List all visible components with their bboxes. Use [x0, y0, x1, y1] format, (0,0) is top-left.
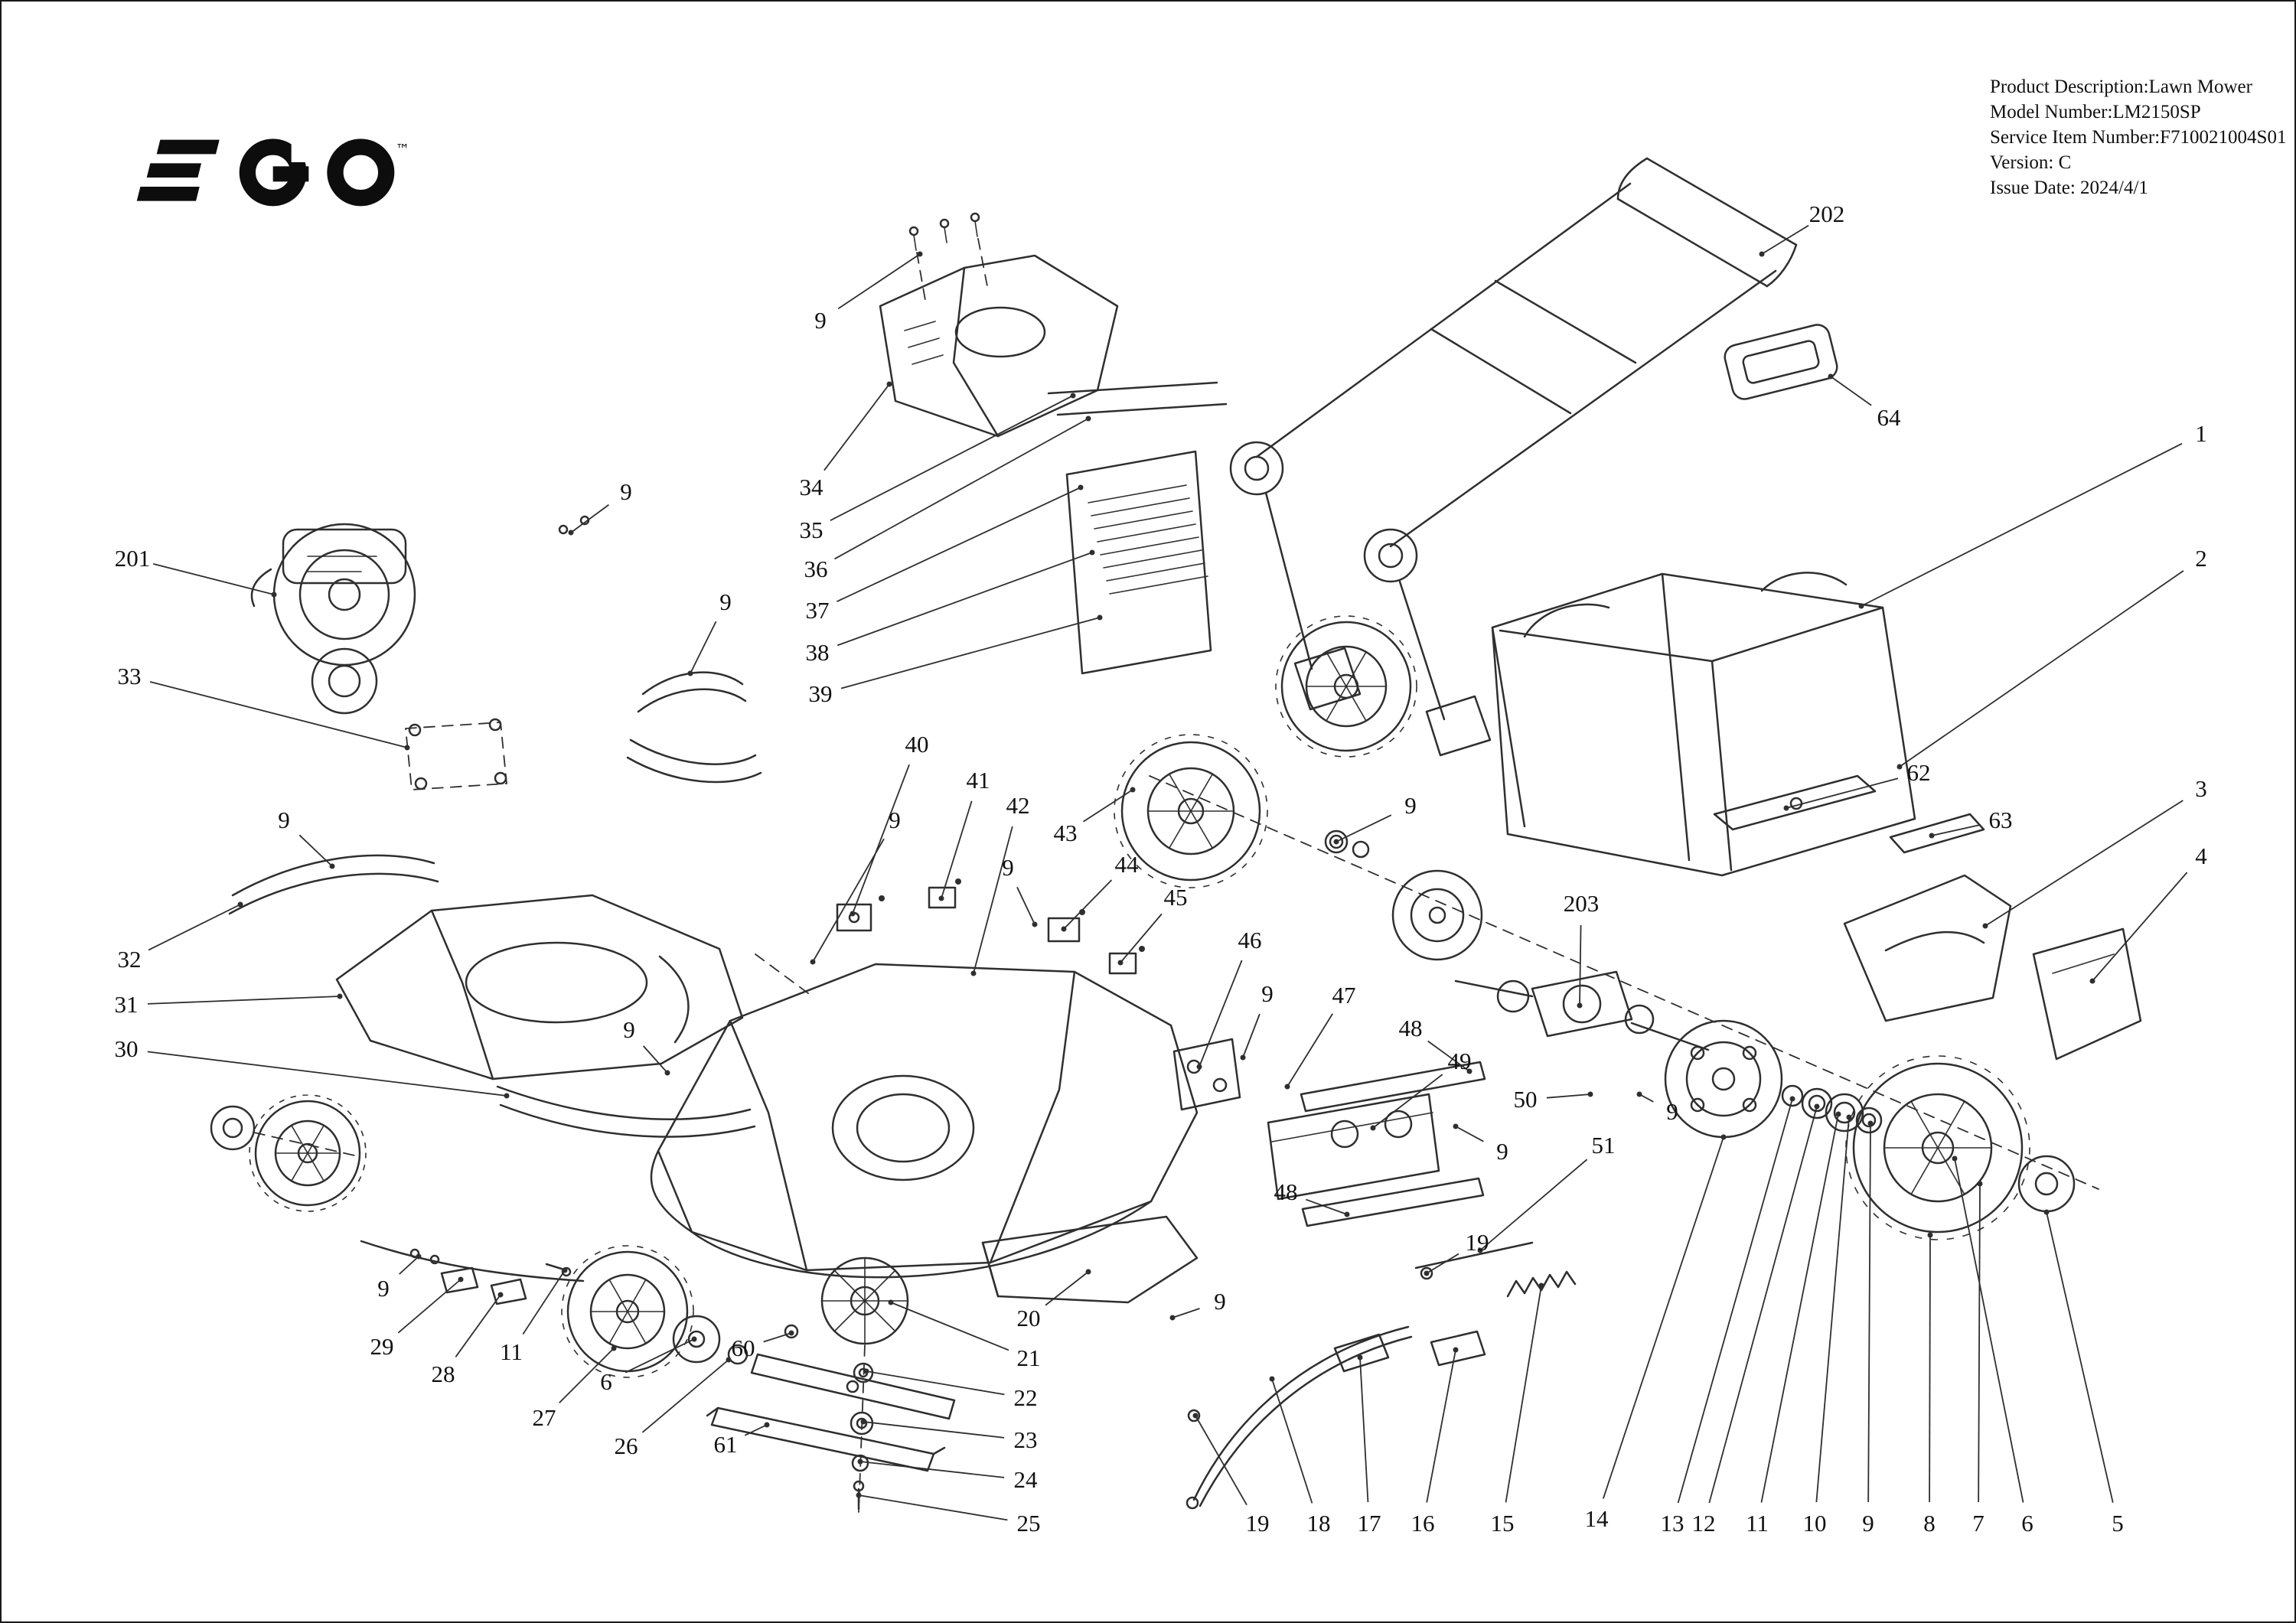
info-service-item-number: Service Item Number:F710021004S01: [1990, 127, 2287, 148]
ego-logo-art: ™: [136, 139, 410, 207]
front-wheels-art: [210, 1094, 748, 1378]
logo-o: [327, 139, 395, 207]
grass-bag-art: [1491, 572, 1916, 877]
logo-g-bar: [272, 166, 309, 182]
handle-assembly-art: [1229, 157, 1838, 757]
logo-e-bars: [136, 139, 220, 201]
document-info: Product Description:Lawn Mower Model Num…: [1990, 74, 2286, 200]
battery-cover-art: [1724, 324, 1838, 400]
rear-door-art: [981, 1215, 1486, 1510]
deck-art: [650, 878, 1241, 1279]
motor-art: [250, 515, 762, 790]
info-issue-date: Issue Date: 2024/4/1: [1990, 178, 2148, 198]
drive-wheel-art: [1114, 615, 1483, 961]
rear-axle-art: [1149, 775, 2099, 1298]
info-version: Version: C: [1990, 152, 2072, 173]
blade-art: [706, 774, 2142, 1513]
info-model-number: Model Number:LM2150SP: [1990, 102, 2201, 122]
ego-logo: ™: [130, 138, 436, 214]
logo-g-gap: [291, 144, 310, 162]
leader-lines: [147, 224, 2188, 1521]
logo-trademark: ™: [396, 142, 410, 158]
top-cover-art: [879, 212, 1228, 675]
side-covers-art: [228, 854, 756, 1138]
info-product-description: Product Description:Lawn Mower: [1990, 77, 2252, 97]
